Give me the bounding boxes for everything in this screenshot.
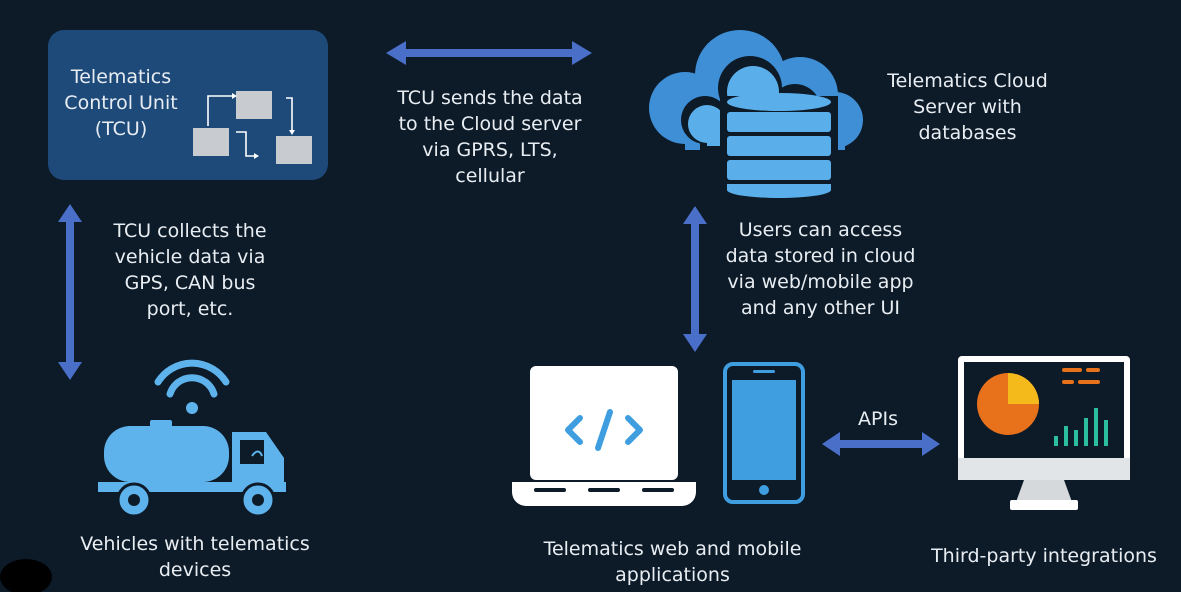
access-line-3: via web/mobile app <box>727 271 914 293</box>
bottom-border <box>0 592 1181 594</box>
middle-vertical-double-arrow <box>683 206 707 352</box>
cloud-label-line-1: Telematics Cloud <box>887 70 1048 92</box>
laptop-code-icon <box>512 366 696 506</box>
flowchart-icon <box>193 91 312 164</box>
send-line-1: TCU sends the data <box>397 87 583 109</box>
cloud-database-icon <box>649 30 863 200</box>
cloud-label-line-3: databases <box>918 122 1017 144</box>
send-line-4: cellular <box>455 165 525 187</box>
collect-line-1: TCU collects the <box>113 220 267 242</box>
tcu-title: Telematics Control Unit (TCU) <box>56 64 186 142</box>
collect-line-4: port, etc. <box>146 298 234 320</box>
vehicles-label-line-1: Vehicles with telematics <box>80 533 310 555</box>
telematics-truck-icon <box>98 359 286 518</box>
vehicles-label-line-2: devices <box>158 559 232 581</box>
tcu-title-line-1: Telematics <box>70 66 172 88</box>
access-line-4: and any other UI <box>741 297 900 319</box>
collect-line-3: GPS, CAN bus <box>124 272 256 294</box>
phone-icon <box>723 362 805 504</box>
corner-blob <box>0 559 52 594</box>
horizontal-double-arrow <box>386 41 592 65</box>
access-line-1: Users can access <box>738 219 903 241</box>
send-description: TCU sends the data to the Cloud server v… <box>390 85 590 189</box>
collect-line-2: vehicle data via <box>114 246 266 268</box>
send-line-3: via GPRS, LTS, <box>422 139 558 161</box>
apps-label: Telematics web and mobile applications <box>530 536 815 588</box>
send-line-2: to the Cloud server <box>398 113 582 135</box>
apps-label-line-1: Telematics web and mobile <box>543 538 802 560</box>
third-party-label: Third-party integrations <box>931 545 1157 567</box>
apps-label-line-2: applications <box>615 564 730 586</box>
vehicles-label: Vehicles with telematics devices <box>70 531 320 583</box>
cloud-label-line-2: Server with <box>913 96 1022 118</box>
cloud-label: Telematics Cloud Server with databases <box>870 68 1065 146</box>
apis-label: APIs <box>858 408 898 430</box>
access-line-2: data stored in cloud <box>725 245 916 267</box>
access-description: Users can access data stored in cloud vi… <box>718 217 923 321</box>
left-vertical-double-arrow <box>58 204 82 380</box>
tcu-title-line-2: Control Unit <box>64 92 178 114</box>
tcu-title-line-3: (TCU) <box>94 118 148 140</box>
dashboard-monitor-icon <box>958 356 1130 510</box>
collect-description: TCU collects the vehicle data via GPS, C… <box>95 218 285 322</box>
apis-double-arrow <box>822 432 940 456</box>
